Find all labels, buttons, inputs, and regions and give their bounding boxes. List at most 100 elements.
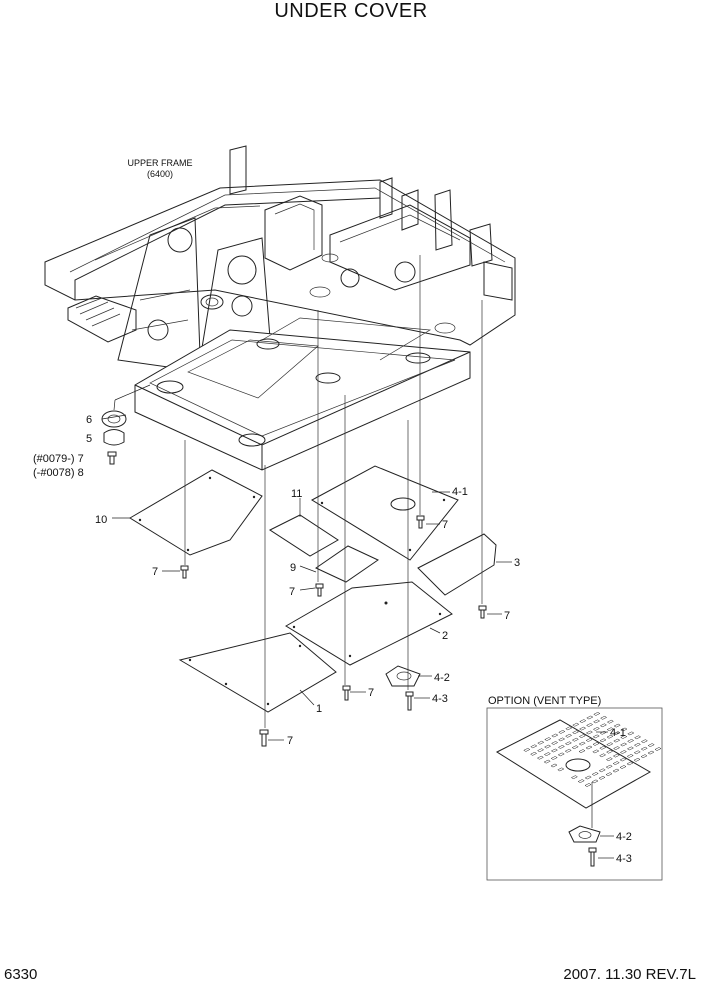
callout-7-left: 7 bbox=[152, 566, 158, 578]
callout-8-serial-before: (-#0078) 8 bbox=[33, 467, 84, 479]
vent-slot bbox=[572, 722, 580, 727]
vent-slot bbox=[612, 768, 620, 773]
part-7-bolt-2 bbox=[342, 685, 351, 701]
vent-slot bbox=[564, 741, 572, 746]
option-callout-4-3: 4-3 bbox=[616, 853, 632, 865]
vent-slot bbox=[633, 742, 641, 747]
vent-slot bbox=[613, 723, 621, 728]
vent-slot bbox=[627, 739, 635, 743]
upper-frame-label-line2: (6400) bbox=[147, 169, 173, 179]
vent-slot bbox=[606, 734, 614, 739]
vent-slot bbox=[640, 754, 648, 759]
vent-slot bbox=[620, 735, 628, 739]
vent-slot bbox=[592, 727, 600, 731]
callout-11: 11 bbox=[291, 488, 302, 500]
vent-slot bbox=[557, 745, 565, 749]
part-4-1-cover bbox=[310, 465, 459, 561]
vent-slot bbox=[626, 754, 634, 758]
vent-slot bbox=[600, 715, 608, 720]
vent-slot bbox=[543, 752, 551, 756]
option-callout-4-2: 4-2 bbox=[616, 831, 632, 843]
vent-slot bbox=[619, 757, 627, 762]
upper-frame-drawing bbox=[44, 145, 516, 369]
callout-7-serial-after: (#0079-) 7 bbox=[33, 453, 84, 465]
vent-slot bbox=[551, 733, 559, 738]
part-1-cover bbox=[178, 632, 337, 713]
vent-slot bbox=[606, 749, 614, 754]
vent-slot bbox=[537, 740, 545, 745]
vent-slot bbox=[572, 730, 580, 735]
vent-slot bbox=[571, 737, 579, 742]
vent-slot bbox=[626, 746, 634, 751]
vent-slot bbox=[627, 731, 635, 736]
vent-slot bbox=[640, 739, 648, 744]
option-box-label: OPTION (VENT TYPE) bbox=[488, 695, 601, 707]
callout-4-1: 4-1 bbox=[452, 486, 468, 498]
vent-slot bbox=[633, 750, 641, 755]
vent-slot bbox=[599, 723, 607, 728]
part-7-bolt-9 bbox=[315, 583, 324, 597]
vent-slot bbox=[558, 730, 566, 734]
vent-slot bbox=[598, 775, 606, 780]
vent-slot bbox=[619, 750, 627, 754]
vent-slot bbox=[578, 749, 586, 753]
vent-slot bbox=[634, 735, 642, 740]
vent-slot bbox=[551, 741, 559, 745]
vent-slot bbox=[578, 741, 586, 746]
vent-slot bbox=[613, 746, 621, 750]
callout-7-far: 7 bbox=[504, 610, 510, 622]
callout-7-mid: 7 bbox=[289, 586, 295, 598]
vent-slot bbox=[558, 737, 566, 742]
vent-slot bbox=[593, 712, 601, 716]
vent-slot bbox=[654, 747, 662, 751]
vent-slot bbox=[591, 772, 599, 776]
callout-7-low: 7 bbox=[368, 687, 374, 699]
callout-2: 2 bbox=[442, 630, 448, 642]
vent-slot bbox=[592, 742, 600, 746]
vent-slot bbox=[550, 763, 558, 768]
callout-7-right: 7 bbox=[442, 519, 448, 531]
vent-slot bbox=[579, 726, 587, 731]
vent-slot bbox=[647, 743, 655, 747]
part-7-bolt-1 bbox=[259, 729, 269, 747]
part-4-3-bolt bbox=[405, 691, 414, 711]
vent-slot bbox=[564, 748, 572, 753]
vent-slot bbox=[544, 744, 552, 749]
vent-slot bbox=[585, 730, 593, 735]
vent-slot bbox=[565, 733, 573, 738]
option-vent-type-box: OPTION (VENT TYPE) 4-1 4-2 4-3 bbox=[486, 695, 663, 881]
vent-slot bbox=[606, 727, 614, 732]
part-4-2-plate bbox=[385, 665, 421, 687]
option-callout-4-1: 4-1 bbox=[610, 727, 626, 739]
part-6-grommet bbox=[101, 410, 127, 428]
upper-frame-label-line1: UPPER FRAME bbox=[127, 158, 192, 168]
callout-5: 5 bbox=[86, 433, 92, 445]
vent-slot bbox=[619, 765, 627, 769]
vent-slot bbox=[613, 738, 621, 743]
vent-slot bbox=[586, 723, 594, 727]
vent-slot bbox=[543, 759, 551, 764]
vent-slot bbox=[565, 726, 573, 731]
vent-slot bbox=[592, 749, 600, 754]
lower-frame-drawing bbox=[134, 317, 471, 471]
vent-slot bbox=[550, 756, 558, 760]
callout-1: 1 bbox=[316, 703, 322, 715]
callout-3: 3 bbox=[514, 557, 520, 569]
callout-10: 10 bbox=[95, 514, 107, 526]
page-title: UNDER COVER bbox=[274, 0, 428, 22]
vent-slot bbox=[570, 775, 578, 780]
callout-7-bottom: 7 bbox=[287, 735, 293, 747]
vent-slot bbox=[584, 775, 592, 780]
vent-slot bbox=[557, 767, 565, 772]
vent-slot bbox=[577, 779, 585, 783]
vent-slot bbox=[613, 731, 621, 735]
part-5-grommet bbox=[103, 429, 125, 446]
callout-6: 6 bbox=[86, 414, 92, 426]
part-7-bolt-10 bbox=[180, 565, 189, 579]
part-9-cover bbox=[314, 545, 380, 583]
vent-slot bbox=[585, 745, 593, 750]
vent-slot bbox=[585, 738, 593, 742]
vent-slot bbox=[586, 715, 594, 720]
vent-slot bbox=[626, 761, 634, 766]
leader-lines bbox=[112, 491, 512, 741]
